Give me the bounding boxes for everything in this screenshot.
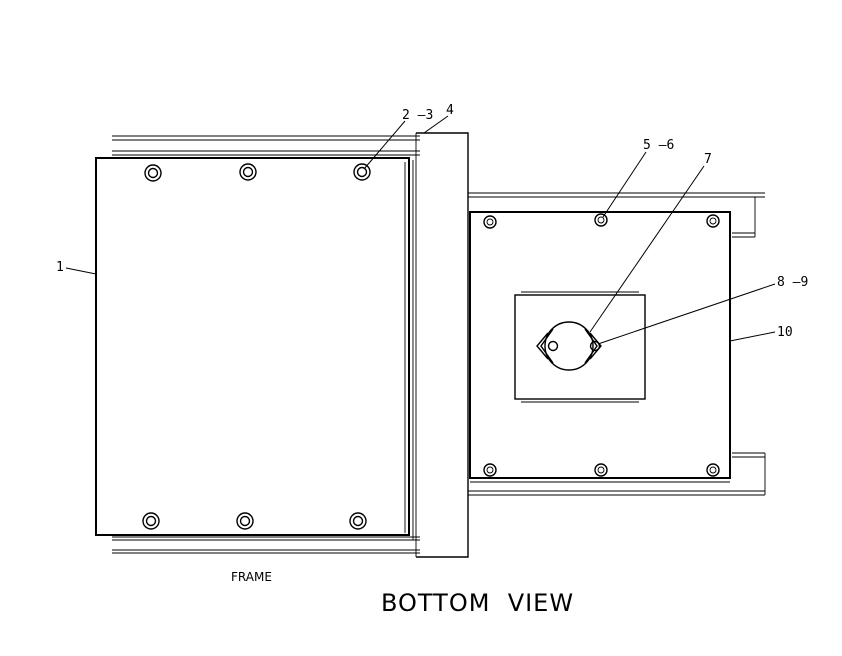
plate-bolts-5-6: [483, 213, 720, 477]
right-frame-rails: [468, 192, 766, 496]
callout-8-9: 8 –9: [777, 275, 808, 290]
callout-5-6: 5 –6: [643, 138, 674, 153]
view-title: BOTTOM VIEW: [381, 589, 574, 617]
inner-bracket: [514, 291, 646, 403]
callout-1: 1: [56, 260, 64, 275]
leader-lines: [65, 115, 776, 345]
callout-10: 10: [777, 325, 793, 340]
frame-label: FRAME: [231, 570, 272, 584]
callout-2-3: 2 –3: [402, 108, 433, 123]
callout-4: 4: [446, 103, 454, 118]
left-panel-part-1: [95, 157, 410, 536]
component-screws-8-9: [547, 340, 601, 352]
round-component-part-7: [536, 321, 602, 371]
frame-rails: [112, 135, 420, 554]
callout-7: 7: [704, 152, 712, 167]
bracket-part-4: [412, 132, 469, 558]
mounting-plate-part-10: [469, 211, 731, 483]
panel-bolts-2-3: [142, 163, 371, 530]
